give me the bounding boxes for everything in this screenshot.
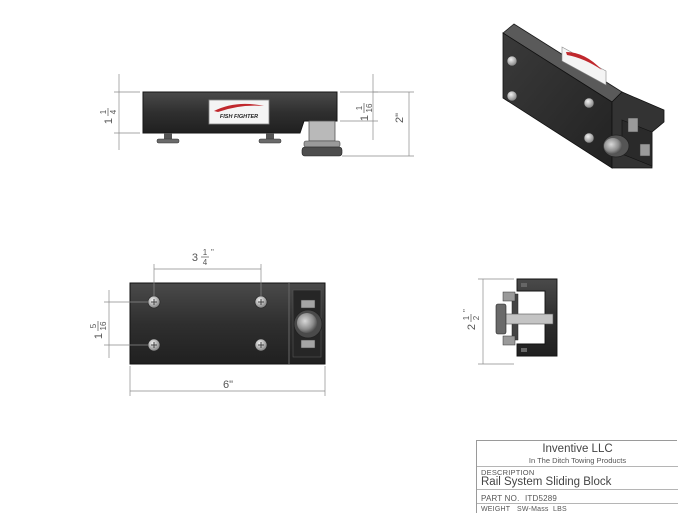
dim-side-step: 1 1 16 <box>355 103 374 121</box>
dim-top-hole-spacing: 3 1 4 " <box>192 248 214 267</box>
svg-text:1: 1 <box>93 333 105 339</box>
screw <box>147 295 161 309</box>
screw <box>147 338 161 352</box>
label-plate <box>208 99 270 125</box>
end-dimensions <box>478 278 514 365</box>
part-row: PART NO. ITD5289 <box>477 489 678 503</box>
dim-top-length: 6" <box>223 379 233 391</box>
iso-view <box>502 23 665 169</box>
svg-text:2: 2 <box>472 315 481 320</box>
top-dimensions <box>104 264 326 396</box>
description-value: Rail System Sliding Block <box>481 476 612 488</box>
screw <box>254 295 268 309</box>
svg-text:16: 16 <box>99 321 108 330</box>
svg-text:3: 3 <box>192 252 198 264</box>
dim-end-height: 2 1 2 " <box>462 309 481 330</box>
side-view: FISH FIGHTER <box>142 91 343 157</box>
title-block: Inventive LLC In The Ditch Towing Produc… <box>476 440 678 513</box>
top-view <box>129 282 326 365</box>
logo-swoosh <box>214 103 264 112</box>
description-row: DESCRIPTION Rail System Sliding Block <box>477 466 678 488</box>
weight-unit: LBS <box>553 506 567 513</box>
svg-text:1: 1 <box>203 248 208 257</box>
svg-text:16: 16 <box>365 103 374 112</box>
description-label: DESCRIPTION <box>481 468 535 477</box>
svg-text:": " <box>211 248 214 257</box>
dim-side-height: 1 1 4 <box>99 108 118 124</box>
end-view <box>495 278 558 357</box>
screw <box>254 338 268 352</box>
svg-text:1: 1 <box>462 315 471 320</box>
dim-top-hole-vertical: 1 5 16 <box>89 321 108 339</box>
company-name: Inventive LLC <box>542 443 613 455</box>
svg-text:4: 4 <box>109 109 118 114</box>
weight-row: WEIGHT SW-Mass LBS <box>477 503 678 513</box>
logo-text: FISH FIGHTER <box>220 114 258 120</box>
weight-value: SW-Mass <box>517 506 549 513</box>
weight-label: WEIGHT <box>481 506 511 513</box>
part-label: PART NO. <box>481 494 520 503</box>
svg-text:": " <box>462 309 471 312</box>
side-dimensions <box>114 74 414 157</box>
svg-text:1: 1 <box>99 109 108 114</box>
svg-text:1: 1 <box>355 105 364 110</box>
svg-text:4: 4 <box>203 258 208 267</box>
part-number: ITD5289 <box>525 494 558 503</box>
svg-text:2: 2 <box>466 324 478 330</box>
dim-side-total: 2" <box>394 113 406 123</box>
svg-text:1: 1 <box>359 115 371 121</box>
svg-text:5: 5 <box>89 323 98 328</box>
svg-text:1: 1 <box>103 118 115 124</box>
company-subtitle: In The Ditch Towing Products <box>528 456 627 465</box>
